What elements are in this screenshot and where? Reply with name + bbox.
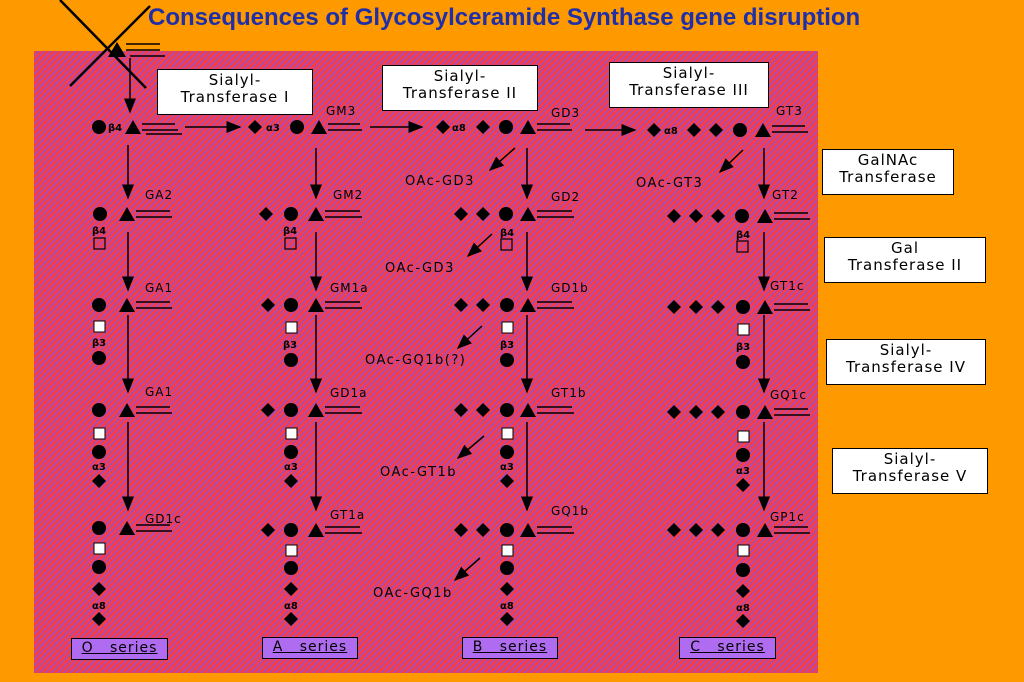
laccer: β4	[92, 120, 182, 135]
o-series-label: O series	[71, 638, 168, 660]
gm3-structure: α3	[248, 120, 362, 134]
glycan-label-gt1b: GT1b	[551, 386, 586, 400]
svg-text:α3: α3	[92, 462, 106, 473]
oac-gq1b-q: OAc-GQ1b(?)	[365, 353, 466, 368]
gt1a-structure: α8	[261, 523, 362, 626]
ga2-structure: β4	[92, 207, 172, 250]
glycan-label-gt2: GT2	[772, 188, 799, 202]
disruption-cross-icon	[59, 0, 151, 89]
glycan-label-gm1a: GM1a	[330, 281, 369, 295]
b-series-label: B series	[462, 637, 558, 659]
gd1b-structure: β3	[454, 298, 574, 367]
svg-text:α3: α3	[284, 462, 298, 473]
gm2-structure: β4	[259, 207, 362, 250]
svg-text:β3: β3	[736, 342, 750, 353]
gd3-structure: α8	[436, 120, 572, 134]
page-title: Consequences of Glycosylceramide Synthas…	[148, 4, 861, 31]
a-series-label: A series	[262, 637, 358, 659]
svg-text:β4: β4	[283, 226, 297, 237]
glycan-label-ga2: GA2	[145, 188, 173, 202]
glycan-label-gq1c: GQ1c	[770, 388, 807, 402]
glycan-label-gt3: GT3	[776, 104, 803, 118]
svg-text:α8: α8	[92, 601, 106, 612]
gp1c-structure: α8	[667, 523, 810, 628]
oac-gd3-2: OAc-GD3	[385, 261, 455, 276]
diagram-panel	[34, 51, 818, 673]
sialyltransferase-4-box: Sialyl- Transferase IV	[826, 339, 986, 385]
glycan-label-gd3: GD3	[551, 106, 580, 120]
glycan-label-ga1: GA1	[145, 281, 173, 295]
gq1c-structure: α3	[667, 405, 810, 492]
glycan-label-gm3: GM3	[326, 104, 356, 118]
svg-text:β4: β4	[92, 226, 106, 237]
glycan-label-ga1-2: GA1	[145, 385, 173, 399]
oac-gt1b: OAc-GT1b	[380, 465, 457, 480]
gm1a-structure: β3	[261, 298, 362, 367]
sialyltransferase-5-box: Sialyl- Transferase V	[832, 448, 988, 494]
sialyltransferase-3-box: Sialyl- Transferase III	[609, 62, 769, 108]
glycan-label-gd1c: GD1c	[145, 512, 182, 526]
ga1-structure-b: α3	[92, 403, 172, 488]
svg-text:β3: β3	[500, 340, 514, 351]
glycan-label-gt1a: GT1a	[330, 508, 365, 522]
gal-transferase-2-box: Gal Transferase II	[824, 237, 986, 283]
glycan-label-gd2: GD2	[551, 190, 580, 204]
svg-text:β4: β4	[500, 228, 514, 239]
ga1-structure-a: β3	[92, 298, 172, 365]
gt1b-structure: α3	[454, 403, 574, 488]
svg-text:α8: α8	[664, 126, 678, 137]
oac-gq1b: OAc-GQ1b	[373, 586, 453, 601]
glycan-label-gd1b: GD1b	[551, 281, 589, 295]
svg-text:α8: α8	[500, 601, 514, 612]
glycan-label-gp1c: GP1c	[770, 510, 805, 524]
glycan-label-gm2: GM2	[333, 188, 363, 202]
glycan-label-gt1c: GT1c	[770, 279, 804, 293]
svg-text:β3: β3	[283, 340, 297, 351]
svg-text:α3: α3	[500, 462, 514, 473]
gq1b-structure: α8	[454, 523, 574, 626]
b4-label: β4	[108, 123, 122, 134]
gd1a-structure: α3	[261, 403, 362, 488]
gt2-structure: β4	[667, 209, 810, 253]
glycan-label-gq1b: GQ1b	[551, 504, 589, 518]
c-series-label: C series	[679, 637, 776, 659]
glycan-label-gd1a: GD1a	[330, 386, 368, 400]
gt1c-structure: β3	[667, 300, 810, 369]
sialyltransferase-1-box: Sialyl- Transferase I	[157, 69, 313, 115]
gd2-structure: β4	[454, 207, 574, 251]
svg-text:β3: β3	[92, 338, 106, 349]
galnac-transferase-box: GalNAc Transferase	[822, 149, 954, 195]
oac-gd3-1: OAc-GD3	[405, 174, 475, 189]
svg-text:α8: α8	[452, 123, 466, 134]
ceramide-top	[108, 42, 165, 57]
svg-text:α8: α8	[284, 601, 298, 612]
svg-text:α3: α3	[736, 466, 750, 477]
gd1c-structure: α8	[92, 521, 172, 626]
sialyltransferase-2-box: Sialyl- Transferase II	[382, 65, 538, 111]
gt3-structure: α8	[647, 123, 808, 137]
oac-gt3: OAc-GT3	[636, 176, 703, 191]
svg-text:α3: α3	[266, 123, 280, 134]
svg-text:α8: α8	[736, 603, 750, 614]
svg-text:β4: β4	[736, 230, 750, 241]
